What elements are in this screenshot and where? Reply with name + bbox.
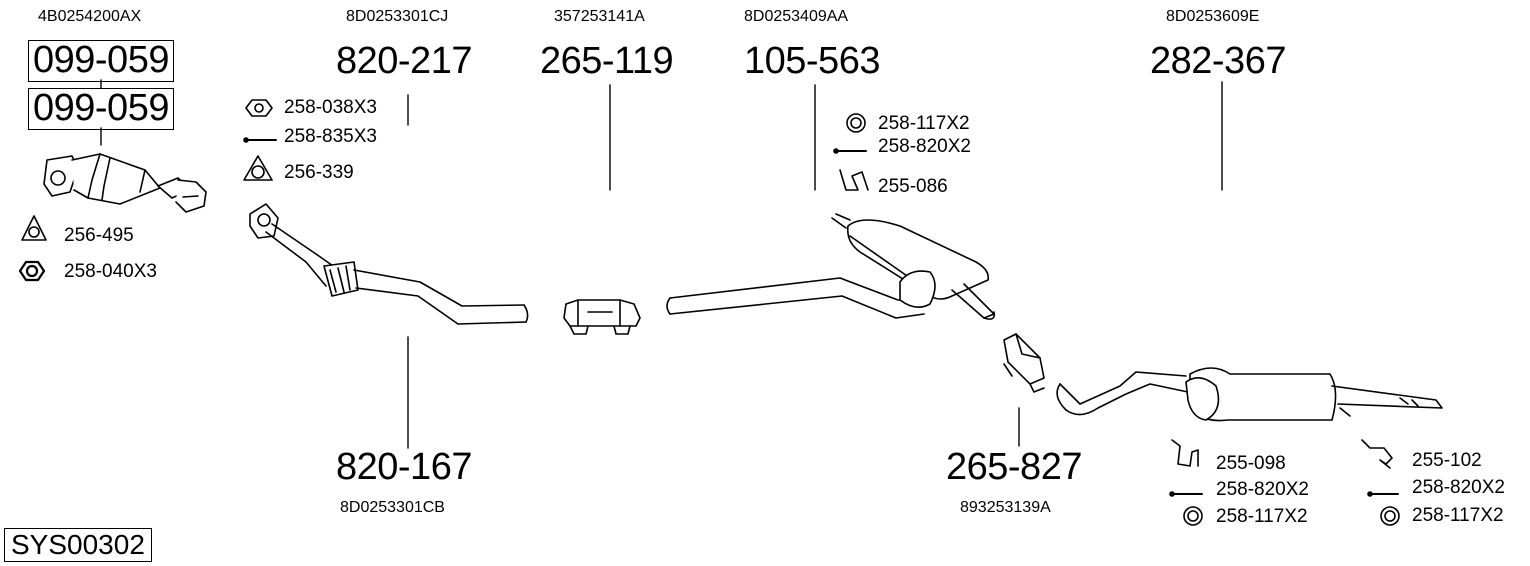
oe-number-cat: 4B0254200AX [38,8,142,25]
acc-label-258-835X3: 258-835X3 [284,126,377,147]
part-number-clamp: 265-119 [540,40,674,82]
clamp-drawing [563,299,641,335]
part-number-cat-1: 099-059 [28,40,174,82]
part-number-rear-silencer: 282-367 [1150,40,1286,82]
ring-icon-258-117X2-rear-right [1380,506,1400,526]
nut-icon-258-040X3 [18,260,46,282]
rear-silencer-drawing [1056,367,1443,422]
ring-icon-258-117X2-rear-left [1183,506,1203,526]
part-number-mid-silencer: 105-563 [744,40,880,82]
hanger-icon-255-102 [1361,439,1393,469]
part-number-front-pipe-top: 820-217 [336,40,472,82]
acc-label-255-098: 255-098 [1216,453,1286,474]
part-number-clamp2: 265-827 [946,446,1082,488]
part-number-front-pipe-bottom: 820-167 [336,446,472,488]
acc-label-258-040X3: 258-040X3 [64,261,157,282]
bolt-icon-258-820X2-mid [833,148,867,154]
acc-label-256-495: 256-495 [64,225,134,246]
mid-silencer-drawing [666,213,996,320]
bolt-icon-258-820X2-rear-left [1169,491,1203,497]
clamp2-drawing [1003,333,1045,393]
oe-number-mid-silencer: 8D0253409AA [744,8,849,25]
gasket-icon-256-495 [21,215,47,241]
oe-number-rear-silencer: 8D0253609E [1166,8,1260,25]
front-pipe-drawing [249,203,529,325]
nut-icon-258-038X3 [245,99,273,117]
oe-number-front-pipe-bottom: 8D0253301CB [340,499,445,516]
oe-number-clamp: 357253141A [554,8,645,25]
acc-label-258-820X2-rear-right: 258-820X2 [1412,477,1505,498]
acc-label-258-117X2-rear-right: 258-117X2 [1412,505,1504,526]
acc-label-258-117X2-mid: 258-117X2 [878,113,970,134]
acc-label-255-102: 255-102 [1412,450,1482,471]
catalytic-converter-drawing [43,153,207,213]
acc-label-256-339: 256-339 [284,162,354,183]
bolt-icon-258-835X3 [243,137,277,143]
acc-label-258-820X2-rear-left: 258-820X2 [1216,479,1309,500]
hanger-icon-255-098 [1171,439,1199,467]
hanger-icon-255-086 [839,169,869,191]
acc-label-255-086: 255-086 [878,176,948,197]
system-code: SYS00302 [4,528,152,563]
leader-lines [100,79,1223,449]
bolt-icon-258-820X2-rear-right [1367,491,1399,497]
acc-label-258-038X3: 258-038X3 [284,97,377,118]
gasket-icon-256-339 [243,155,273,181]
ring-icon-258-117X2 [846,113,866,133]
oe-number-front-pipe-top: 8D0253301CJ [346,8,449,25]
oe-number-clamp2: 893253139A [960,499,1051,516]
acc-label-258-117X2-rear-left: 258-117X2 [1216,506,1308,527]
part-number-cat-2: 099-059 [28,88,174,130]
acc-label-258-820X2-mid: 258-820X2 [878,136,971,157]
